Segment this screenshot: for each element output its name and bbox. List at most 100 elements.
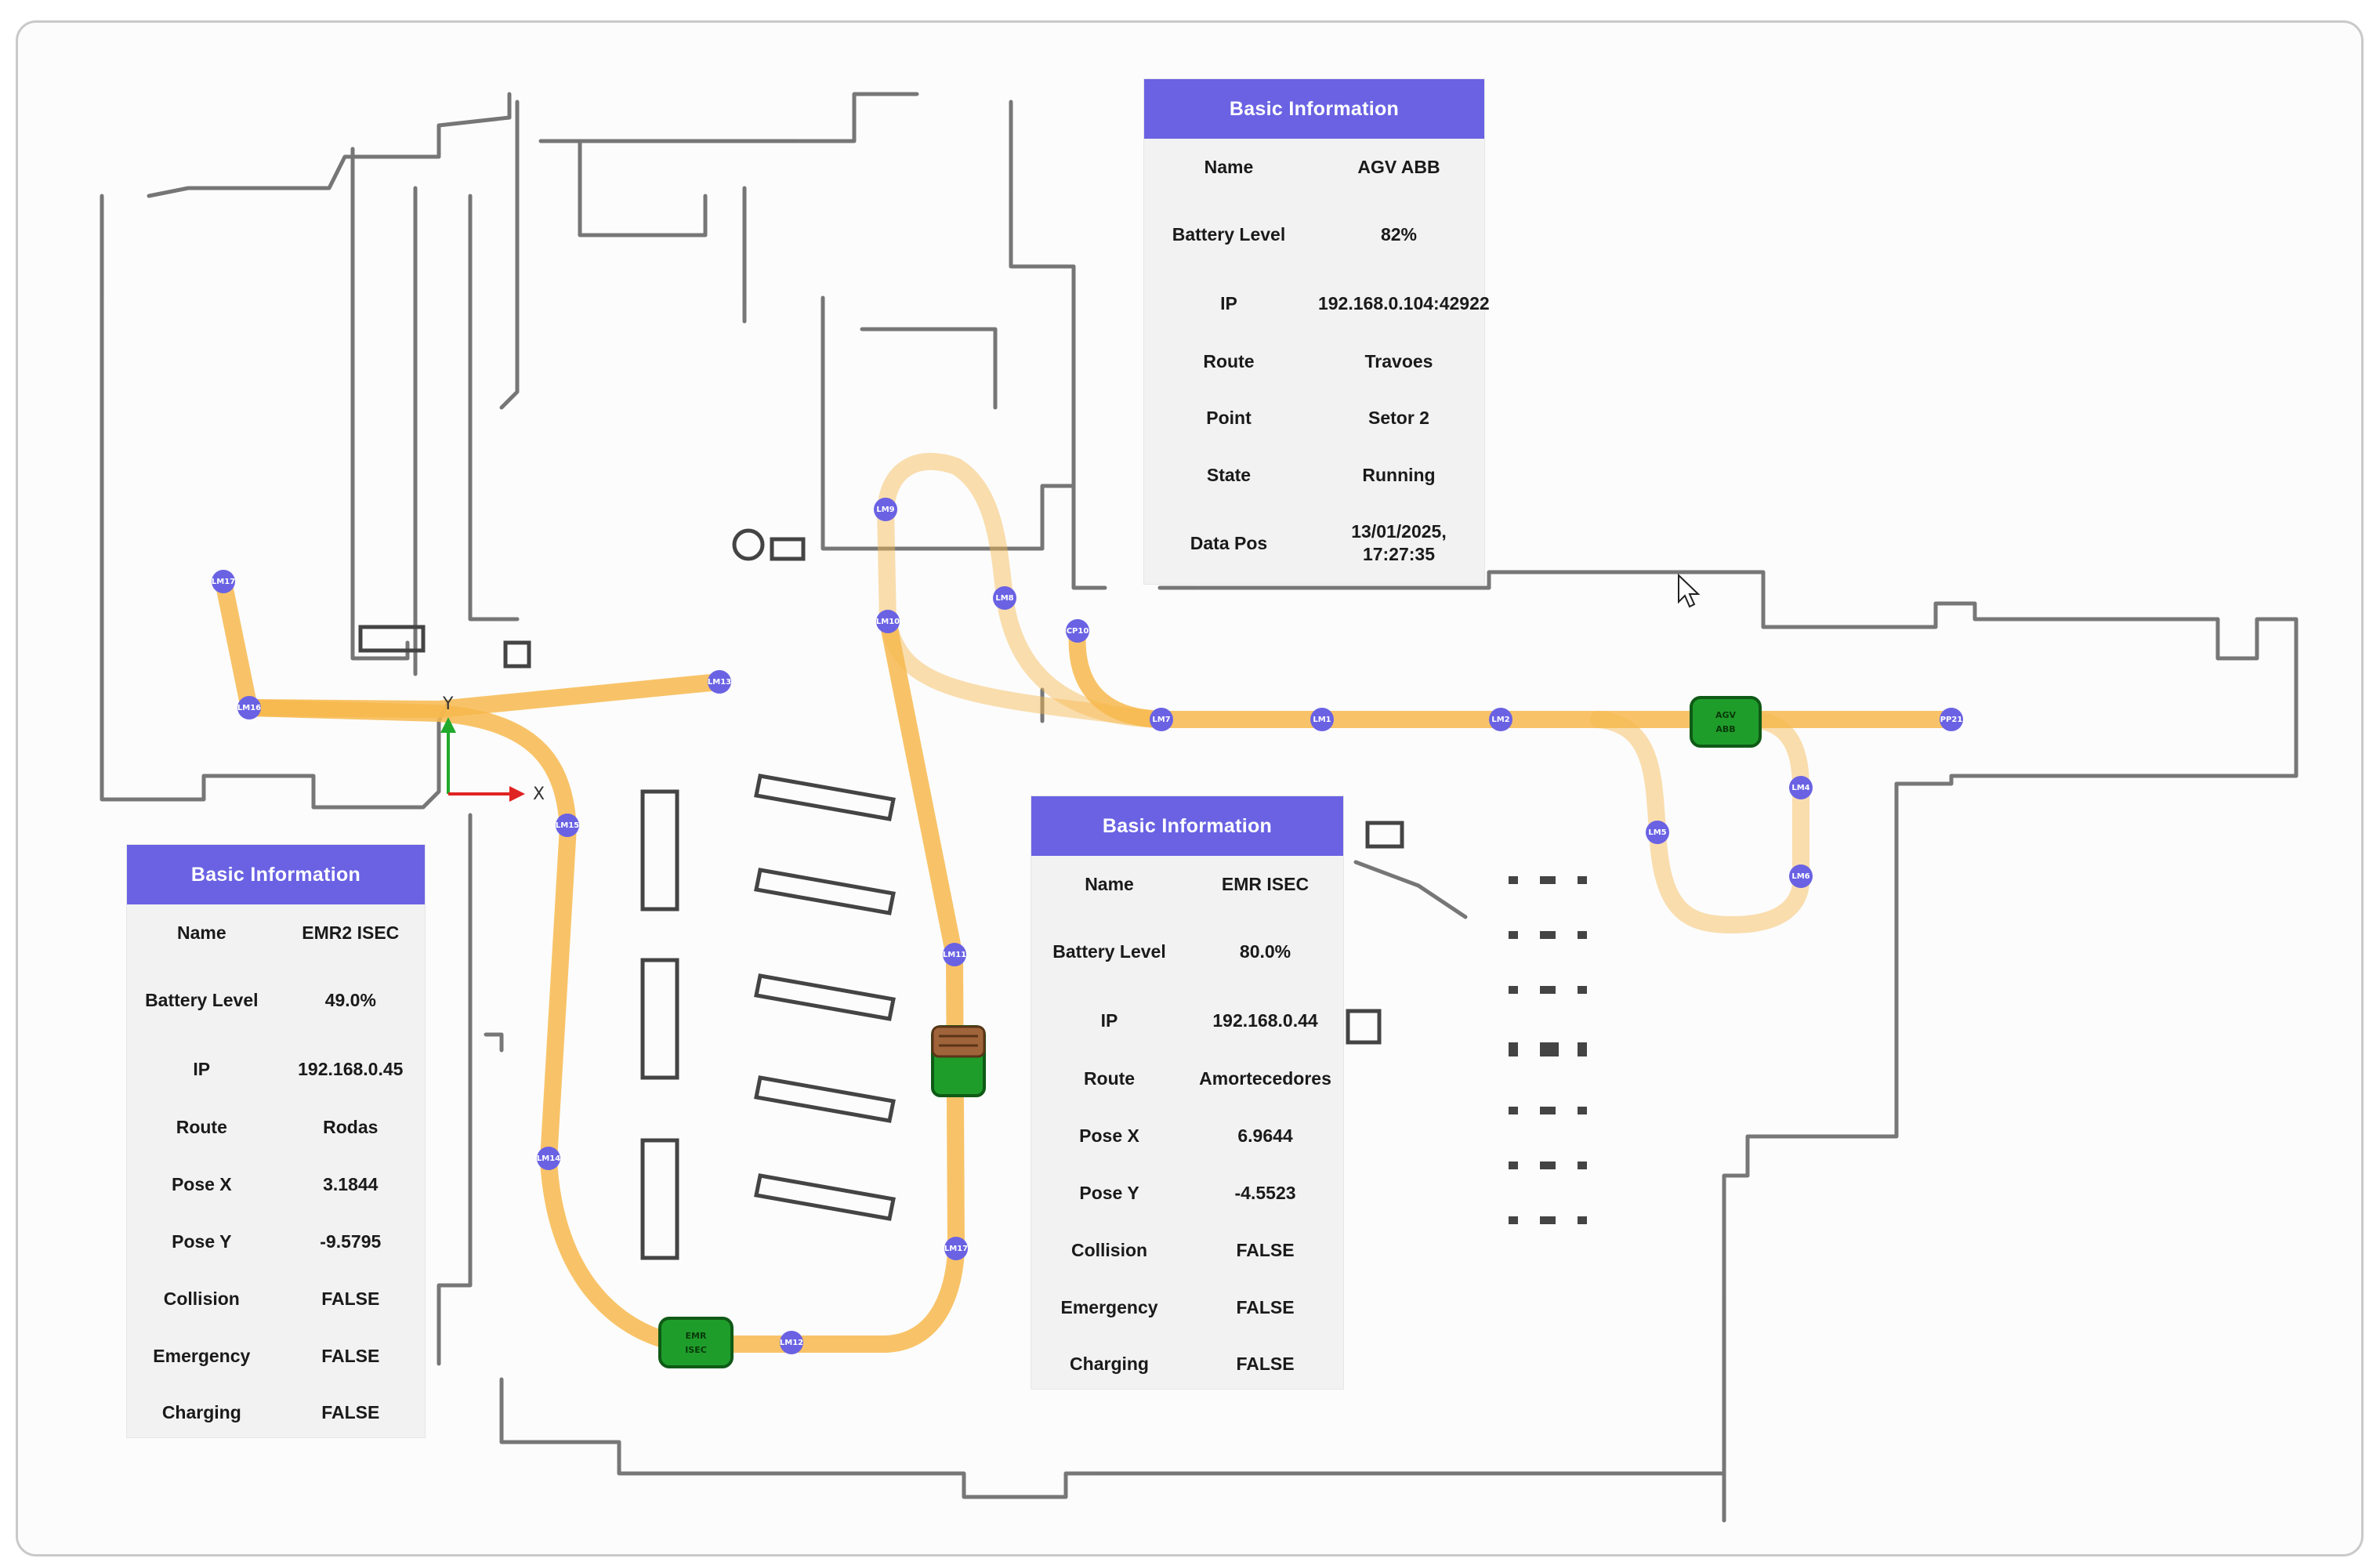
info-value: -4.5523	[1234, 1182, 1296, 1203]
info-panel-agv-abb: Basic Information Name AGV ABB Battery Le…	[1144, 79, 1490, 584]
route-mid-branch	[879, 613, 1168, 728]
info-key: Charging	[161, 1401, 241, 1422]
info-row: IP 192.168.0.44	[1031, 991, 1343, 1050]
info-key: Battery Level	[145, 989, 259, 1010]
vehicle-emr-isec[interactable]: EMR ISEC	[658, 1317, 734, 1368]
info-value: Running	[1362, 464, 1436, 485]
landmark-lm14[interactable]: LM14	[537, 1147, 560, 1170]
panel-title: Basic Information	[1144, 79, 1484, 139]
landmark-label: LM10	[876, 618, 900, 626]
landmark-label: PP21	[1940, 716, 1963, 724]
info-key: IP	[1100, 1009, 1118, 1031]
info-value: FALSE	[1236, 1296, 1295, 1317]
info-key: Pose Y	[172, 1230, 232, 1252]
x-axis-label: X	[533, 785, 545, 804]
info-value: 192.168.0.44	[1212, 1009, 1318, 1031]
info-key: Collision	[163, 1288, 240, 1309]
landmark-lm6[interactable]: LM6	[1789, 864, 1813, 888]
info-key: Name	[1204, 156, 1254, 177]
landmark-lm12[interactable]: LM12	[780, 1331, 803, 1354]
landmark-label: LM9	[876, 506, 894, 514]
info-row: Pose Y -4.5523	[1031, 1165, 1343, 1221]
route-mid	[877, 452, 1168, 728]
landmark-lm17b[interactable]: LM17	[944, 1237, 968, 1260]
landmark-pp21[interactable]: PP21	[1940, 708, 1963, 731]
info-key: Data Pos	[1190, 532, 1268, 553]
info-value: Travoes	[1364, 350, 1433, 371]
panel-title: Basic Information	[1031, 796, 1343, 856]
landmark-lm7[interactable]: LM7	[1150, 708, 1173, 731]
landmark-label: LM14	[537, 1154, 560, 1163]
landmark-label: LM1	[1313, 716, 1331, 724]
landmark-lm11[interactable]: LM11	[943, 943, 966, 966]
landmark-lm5[interactable]: LM5	[1646, 821, 1669, 844]
landmark-lm4[interactable]: LM4	[1789, 776, 1813, 799]
route-loop	[1590, 711, 1810, 933]
info-key: Route	[1203, 350, 1255, 371]
info-value: Amortecedores	[1199, 1067, 1331, 1089]
landmarks-layer: LM17 LM16 LM13 LM15 LM14 LM12 LM9 LM10 L…	[212, 498, 1963, 1354]
info-value: EMR2 ISEC	[302, 922, 400, 943]
landmark-label: LM17	[212, 578, 235, 586]
landmark-label: LM7	[1152, 716, 1170, 724]
info-key: Name	[176, 922, 226, 943]
info-key: Pose Y	[1079, 1182, 1139, 1203]
info-value: FALSE	[321, 1345, 380, 1366]
info-key: Point	[1206, 407, 1252, 428]
landmark-lm16[interactable]: LM16	[237, 696, 261, 719]
landmark-lm8[interactable]: LM8	[993, 586, 1016, 610]
info-value: 3.1844	[323, 1173, 379, 1194]
origin-axes: Y X	[440, 694, 545, 804]
info-value: 49.0%	[324, 989, 376, 1010]
info-row: Name AGV ABB	[1144, 139, 1484, 195]
info-key: Pose X	[171, 1173, 232, 1194]
y-axis-label: Y	[442, 694, 454, 714]
info-value: 192.168.0.45	[298, 1058, 404, 1079]
info-value: AGV ABB	[1357, 156, 1440, 177]
vehicle-agv-abb[interactable]: AGV ABB	[1690, 696, 1762, 748]
landmark-lm1[interactable]: LM1	[1310, 708, 1334, 731]
landmark-lm9[interactable]: LM9	[874, 498, 897, 521]
info-key: Charging	[1070, 1353, 1149, 1374]
landmark-lm2[interactable]: LM2	[1489, 708, 1512, 731]
vehicle-emr-line2: ISEC	[685, 1345, 707, 1355]
info-key: Battery Level	[1052, 940, 1166, 962]
info-key: Route	[176, 1116, 227, 1137]
landmark-label: LM13	[708, 678, 731, 687]
landmark-lm10[interactable]: LM10	[876, 610, 900, 633]
vehicle-body	[658, 1317, 734, 1368]
landmark-label: LM17	[944, 1245, 968, 1253]
info-value: 80.0%	[1239, 940, 1291, 962]
landmark-label: LM15	[556, 821, 579, 830]
vehicle-emr-line1: EMR	[686, 1331, 707, 1341]
landmark-lm13[interactable]: LM13	[708, 670, 731, 694]
info-row: Pose Y-9.5795	[127, 1213, 425, 1270]
route-cp10	[1068, 622, 1168, 728]
landmark-cp10[interactable]: CP10	[1066, 619, 1089, 643]
landmark-label: LM2	[1491, 716, 1509, 724]
landmark-lm15[interactable]: LM15	[556, 814, 579, 837]
floor-plan-walls	[100, 92, 2298, 1523]
info-value: 82%	[1380, 223, 1417, 245]
info-value: 13/01/2025, 17:27:35	[1351, 521, 1447, 564]
vehicle-cart-robot[interactable]	[931, 1025, 986, 1097]
landmark-lm17[interactable]: LM17	[212, 570, 235, 593]
landmark-label: LM8	[995, 594, 1013, 603]
info-key: Emergency	[153, 1345, 251, 1366]
landmark-label: LM11	[943, 951, 966, 959]
